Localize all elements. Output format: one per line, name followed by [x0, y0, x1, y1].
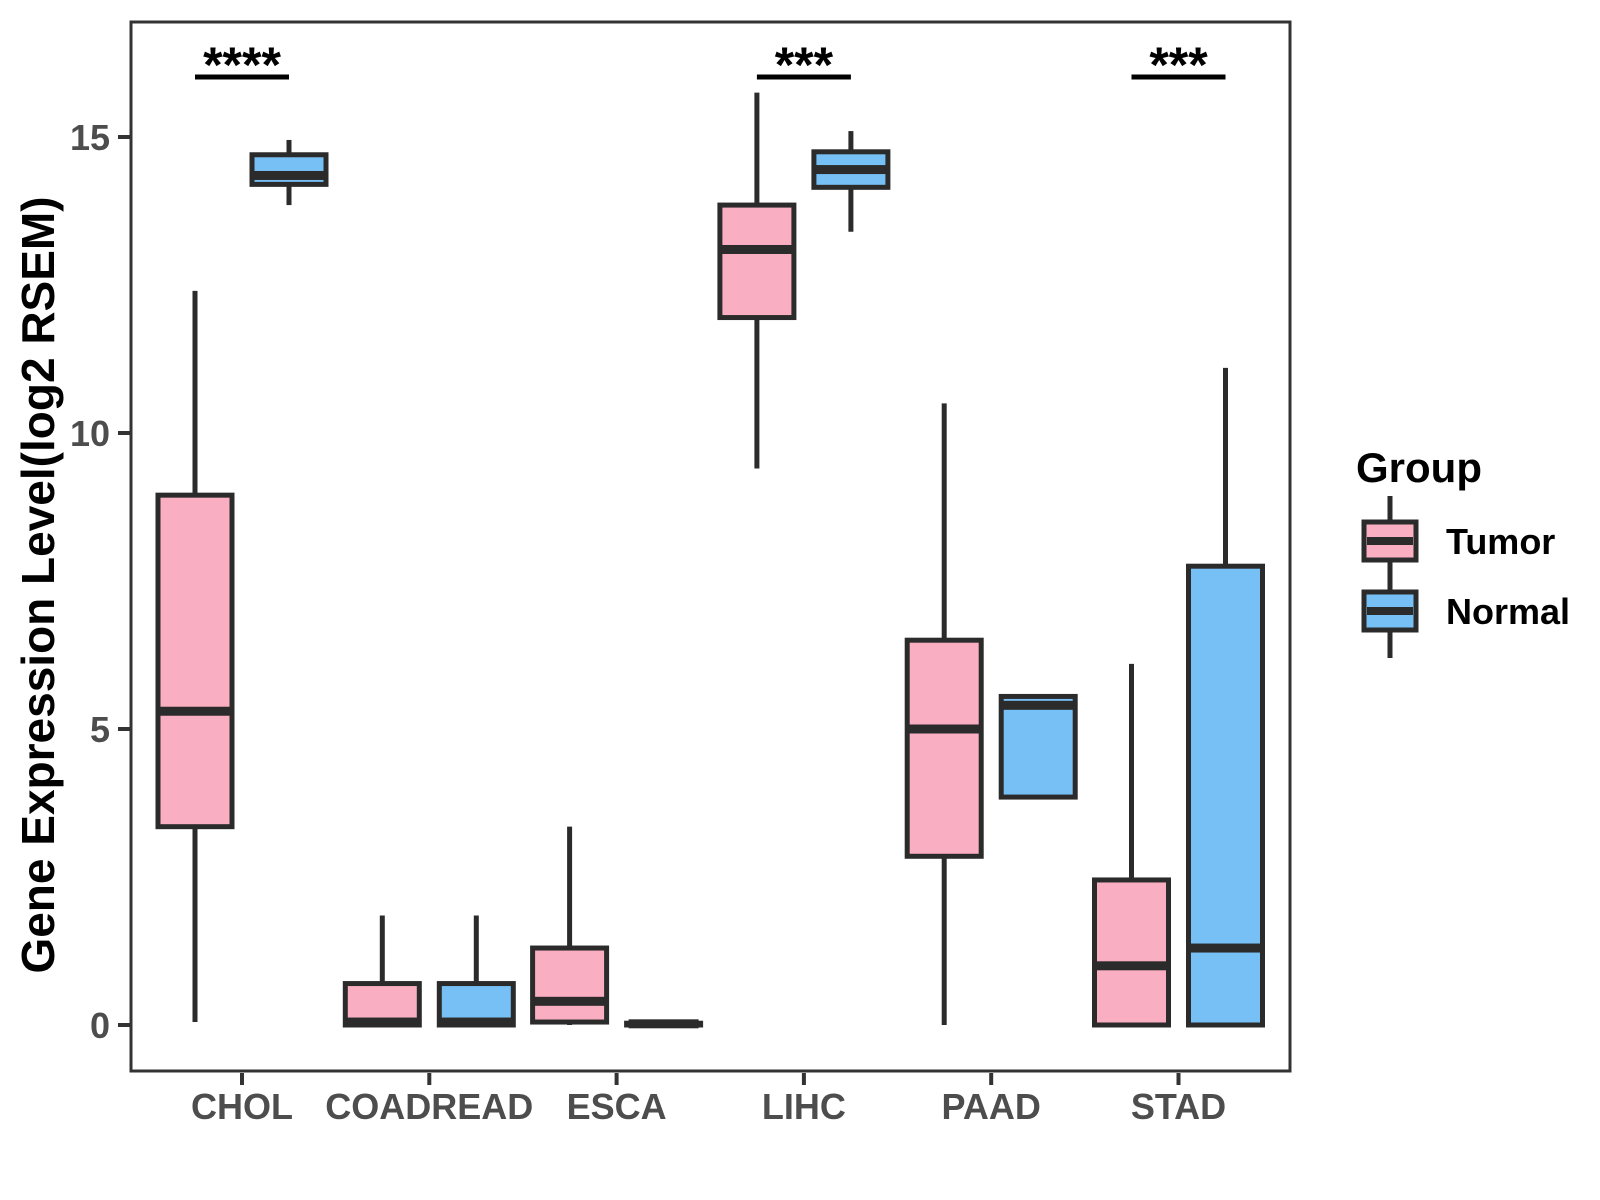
median-paad-normal: [1003, 700, 1074, 710]
x-tick-label-paad: PAAD: [942, 1086, 1041, 1127]
significance-stars-stad: ***: [1149, 37, 1208, 93]
y-tick-label: 15: [70, 117, 110, 158]
box-esca-tumor: [530, 945, 610, 1025]
box-chol-tumor: [155, 492, 235, 830]
x-tick-label-esca: ESCA: [567, 1086, 667, 1127]
x-tick-label-lihc: LIHC: [762, 1086, 846, 1127]
legend-item-normal: Normal: [1360, 564, 1570, 660]
legend-title: Group: [1356, 444, 1482, 491]
median-lihc-normal: [815, 165, 886, 175]
legend: Group Tumor Normal: [1356, 444, 1600, 724]
box-stad-tumor: [1092, 877, 1171, 1028]
panel-border: [129, 20, 1292, 1073]
box-paad-normal: [998, 693, 1078, 800]
significance-stars-chol: ****: [203, 37, 281, 93]
legend-item-tumor: Tumor: [1360, 494, 1555, 590]
y-tick-label: 10: [70, 413, 110, 454]
median-stad-normal: [1190, 943, 1261, 953]
x-tick-label-coadread: COADREAD: [325, 1086, 533, 1127]
median-chol-tumor: [160, 706, 230, 716]
normal-boxplot-glyph-icon: [1361, 566, 1419, 658]
glyph-median: [1367, 607, 1413, 615]
median-coadread-normal: [441, 1017, 512, 1027]
glyph-median: [1367, 537, 1413, 545]
legend-label-tumor: Tumor: [1446, 521, 1556, 562]
median-coadread-tumor: [347, 1017, 418, 1027]
median-chol-normal: [254, 170, 324, 180]
box-lihc-tumor: [717, 202, 797, 321]
x-tick-label-stad: STAD: [1131, 1086, 1226, 1127]
median-esca-tumor: [534, 996, 605, 1006]
box-paad-tumor: [904, 637, 984, 859]
tumor-boxplot-glyph-icon: [1361, 496, 1419, 588]
median-lihc-tumor: [721, 244, 792, 254]
significance-stars-lihc: ***: [775, 37, 834, 93]
y-tick-label: 0: [90, 1005, 110, 1046]
median-esca-normal: [628, 1019, 699, 1029]
legend-label-normal: Normal: [1446, 591, 1571, 632]
y-axis-title: Gene Expression Level(log2 RSEM): [12, 196, 64, 974]
median-paad-tumor: [909, 724, 980, 734]
x-tick-label-chol: CHOL: [191, 1086, 293, 1127]
box-stad-normal: [1186, 563, 1265, 1028]
y-tick-label: 5: [90, 709, 110, 750]
median-stad-tumor: [1096, 961, 1167, 971]
